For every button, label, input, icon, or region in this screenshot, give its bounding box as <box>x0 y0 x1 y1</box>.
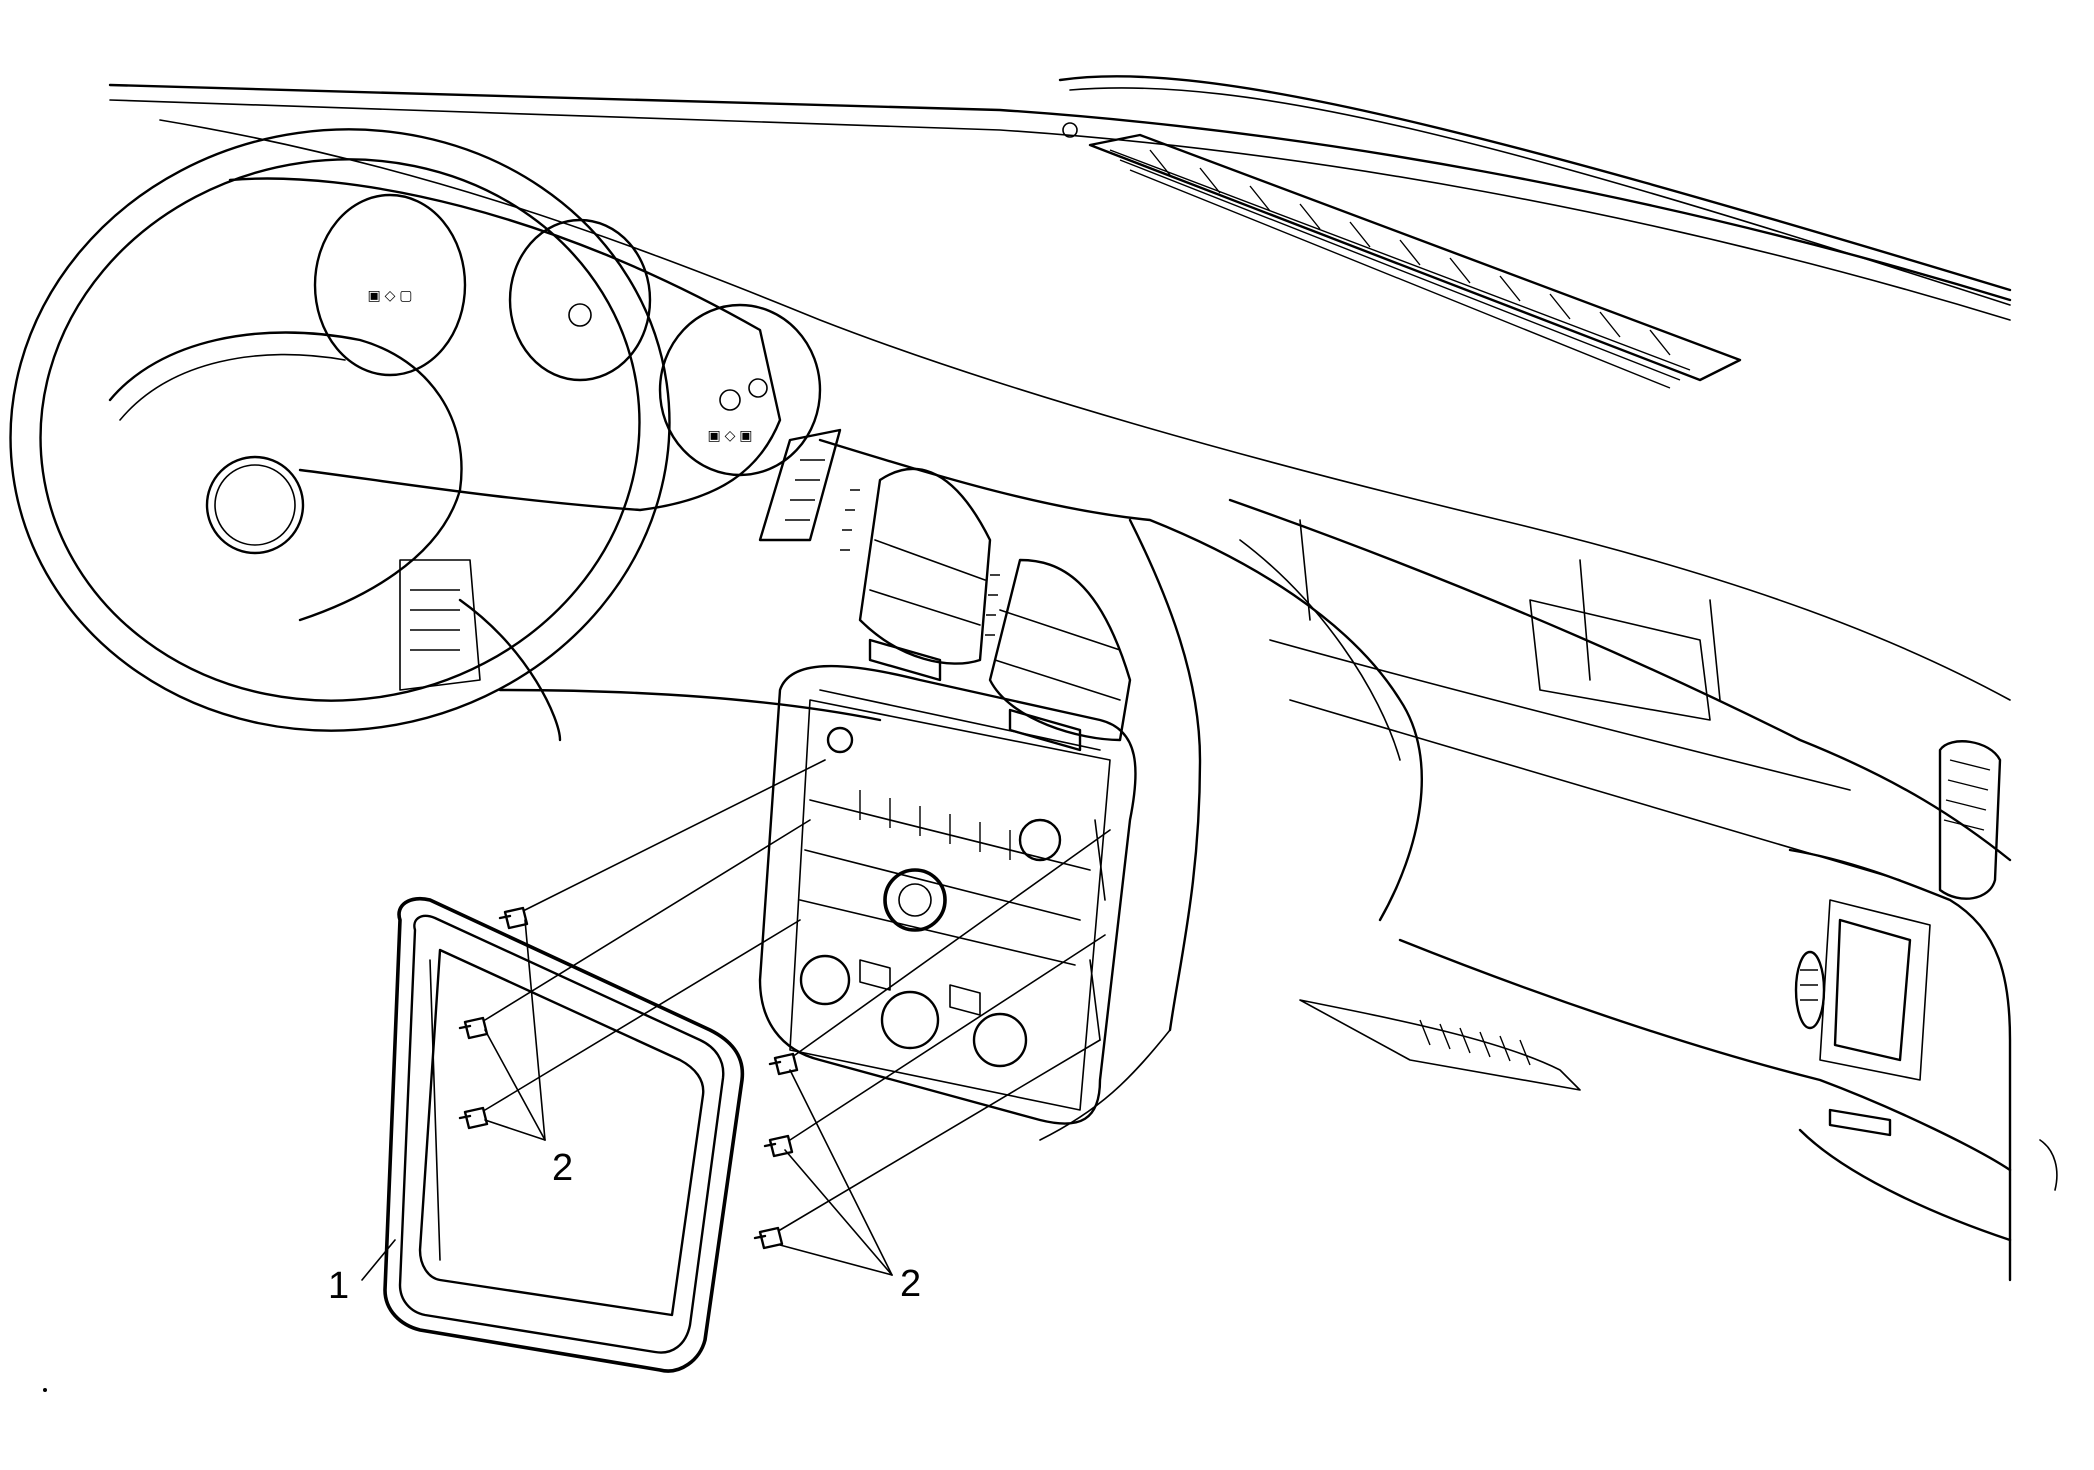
passenger-air-vent <box>1794 740 2058 1191</box>
instrument-panel <box>108 75 2012 1282</box>
callout-leaders <box>361 919 893 1281</box>
defrost-vent <box>1062 122 1742 389</box>
callout-2-left: 2 <box>552 1147 573 1189</box>
radio-hvac-control-head <box>758 664 1137 1125</box>
svg-text:▣ ◇ ▢: ▣ ◇ ▢ <box>367 287 412 303</box>
svg-text:▣ ◇ ▣: ▣ ◇ ▣ <box>707 427 752 443</box>
stray-mark <box>43 1388 47 1392</box>
radio-trim-bezel <box>383 897 745 1373</box>
instrument-cluster: ▣ ◇ ▢ ▣ ◇ ▣ <box>228 177 822 512</box>
callout-2-right: 2 <box>900 1263 921 1305</box>
center-air-vents <box>840 467 1132 752</box>
steering-wheel <box>9 128 671 742</box>
callout-1: 1 <box>328 1265 349 1307</box>
alignment-lines <box>484 759 1111 1231</box>
hazard-switch <box>758 428 842 542</box>
